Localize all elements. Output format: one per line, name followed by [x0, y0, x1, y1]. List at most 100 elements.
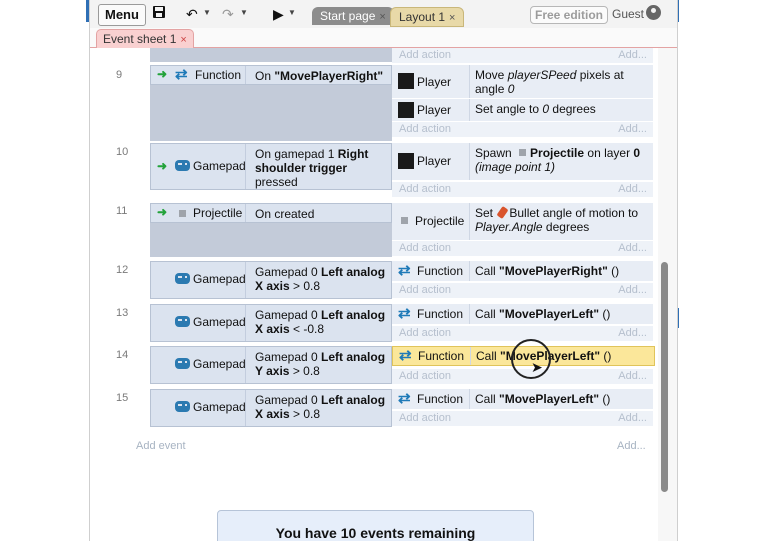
- function-icon: ⇄: [398, 390, 411, 407]
- event-number: 13: [116, 307, 129, 319]
- gamepad-icon: [175, 273, 190, 284]
- event-number: 15: [116, 392, 129, 404]
- action-object: ⇄ Function: [392, 389, 470, 409]
- bullet-behavior-icon: [496, 205, 509, 220]
- trigger-arrow-icon: ➜: [157, 158, 168, 173]
- app-window: Menu ↶ ▼ ↷ ▼ ▶ ▼ Start page× Layout 1× F…: [89, 0, 678, 541]
- condition-row[interactable]: ➜ ⇄ Function On "MovePlayerRight": [150, 65, 392, 85]
- action-object: ⇄ Function: [392, 261, 470, 281]
- close-icon[interactable]: ×: [379, 11, 386, 23]
- player-icon: [398, 102, 414, 118]
- action-row[interactable]: Player Move playerSPeed pixels at angle …: [392, 65, 653, 99]
- function-icon: ⇄: [398, 262, 411, 279]
- add-event-link[interactable]: Add event: [136, 440, 186, 452]
- projectile-icon: [401, 217, 408, 224]
- condition-row[interactable]: Gamepad Gamepad 0 Left analog Y axis > 0…: [150, 346, 392, 384]
- action-object: Player: [392, 143, 470, 180]
- gamepad-icon: [175, 358, 190, 369]
- condition-block-prev: [150, 48, 392, 62]
- undo-dropdown-icon[interactable]: ▼: [203, 8, 211, 17]
- menu-button[interactable]: Menu: [98, 4, 146, 26]
- condition-object: Gamepad: [151, 305, 246, 341]
- event-number: 14: [116, 349, 129, 361]
- tab-start-page[interactable]: Start page×: [312, 7, 394, 25]
- action-row[interactable]: ⇄ Function Call "MovePlayerLeft" (): [392, 389, 653, 410]
- action-text: Call "MovePlayerLeft" (): [475, 307, 611, 321]
- projectile-icon: [179, 210, 186, 217]
- event-number: 9: [116, 69, 123, 81]
- redo-dropdown-icon[interactable]: ▼: [240, 8, 248, 17]
- event-number: 11: [116, 205, 128, 217]
- toolbar: Menu ↶ ▼ ↷ ▼ ▶ ▼ Start page× Layout 1× F…: [90, 0, 677, 29]
- action-row[interactable]: Player Set angle to 0 degrees: [392, 99, 653, 122]
- action-object: Projectile: [392, 203, 470, 240]
- condition-object: ➜ ⇄ Function: [151, 66, 246, 84]
- play-dropdown-icon[interactable]: ▼: [288, 8, 296, 17]
- event-number: 10: [116, 146, 129, 158]
- undo-icon[interactable]: ↶: [186, 6, 198, 22]
- close-icon[interactable]: ×: [180, 34, 187, 46]
- condition-object: ➜ Projectile: [151, 204, 246, 222]
- function-icon: ⇄: [398, 305, 411, 322]
- function-icon: ⇄: [175, 66, 188, 83]
- action-text: Call "MovePlayerLeft" (): [476, 349, 612, 363]
- save-icon[interactable]: [152, 5, 166, 23]
- free-edition-badge[interactable]: Free edition: [530, 6, 609, 24]
- event-number: 12: [116, 264, 129, 276]
- events-remaining-banner: You have 10 events remaining: [217, 510, 534, 541]
- player-icon: [398, 73, 414, 89]
- action-text: Set Bullet angle of motion to Player.Ang…: [475, 205, 639, 234]
- close-icon[interactable]: ×: [449, 12, 456, 24]
- projectile-icon: [519, 149, 527, 156]
- function-icon: ⇄: [399, 347, 412, 364]
- condition-text: Gamepad 0 Left analog X axis > 0.8: [255, 265, 386, 293]
- condition-row[interactable]: Gamepad Gamepad 0 Left analog X axis < -…: [150, 304, 392, 342]
- scrollbar-thumb[interactable]: [661, 262, 668, 492]
- gamepad-icon: [175, 160, 190, 171]
- condition-text: Gamepad 0 Left analog X axis > 0.8: [255, 393, 386, 421]
- play-icon[interactable]: ▶: [273, 6, 284, 22]
- condition-object: Gamepad: [151, 347, 246, 383]
- gamepad-icon: [175, 316, 190, 327]
- action-row[interactable]: Projectile Set Bullet angle of motion to…: [392, 203, 653, 241]
- action-text: Spawn Projectile on layer 0 (image point…: [475, 146, 641, 174]
- add-event-more[interactable]: Add...: [617, 440, 646, 452]
- condition-object: Gamepad: [151, 262, 246, 298]
- tab-event-sheet-1[interactable]: Event sheet 1×: [96, 29, 194, 48]
- gamepad-icon: [175, 401, 190, 412]
- condition-object: ➜ Gamepad: [151, 144, 246, 189]
- click-highlight-ring: [511, 339, 551, 379]
- condition-object: Gamepad: [151, 390, 246, 426]
- trigger-arrow-icon: ➜: [157, 67, 168, 81]
- condition-text: Gamepad 0 Left analog Y axis > 0.8: [255, 350, 386, 378]
- user-icon[interactable]: [646, 5, 661, 20]
- action-object: ⇄ Function: [393, 347, 471, 365]
- action-row[interactable]: ⇄ Function Call "MovePlayerLeft" (): [392, 304, 653, 325]
- action-text: Move playerSPeed pixels at angle 0: [475, 68, 624, 96]
- condition-row[interactable]: ➜ Gamepad On gamepad 1 Right shoulder tr…: [150, 143, 392, 190]
- action-text: Set angle to 0 degrees: [475, 102, 596, 116]
- condition-row[interactable]: ➜ Projectile On created: [150, 203, 392, 223]
- trigger-arrow-icon: ➜: [157, 205, 168, 219]
- action-text: Call "MovePlayerLeft" (): [475, 392, 611, 406]
- action-text: Call "MovePlayerRight" (): [475, 264, 620, 278]
- player-icon: [398, 153, 414, 169]
- condition-text: On created: [255, 207, 315, 221]
- guest-label[interactable]: Guest: [612, 7, 645, 21]
- condition-row[interactable]: Gamepad Gamepad 0 Left analog X axis > 0…: [150, 261, 392, 299]
- tab-layout-1[interactable]: Layout 1×: [390, 7, 465, 27]
- action-row[interactable]: ⇄ Function Call "MovePlayerRight" (): [392, 261, 653, 282]
- condition-row[interactable]: Gamepad Gamepad 0 Left analog X axis > 0…: [150, 389, 392, 427]
- redo-icon[interactable]: ↷: [222, 6, 234, 22]
- action-row[interactable]: Player Spawn Projectile on layer 0 (imag…: [392, 143, 653, 181]
- mouse-pointer-icon: ➤: [531, 359, 543, 375]
